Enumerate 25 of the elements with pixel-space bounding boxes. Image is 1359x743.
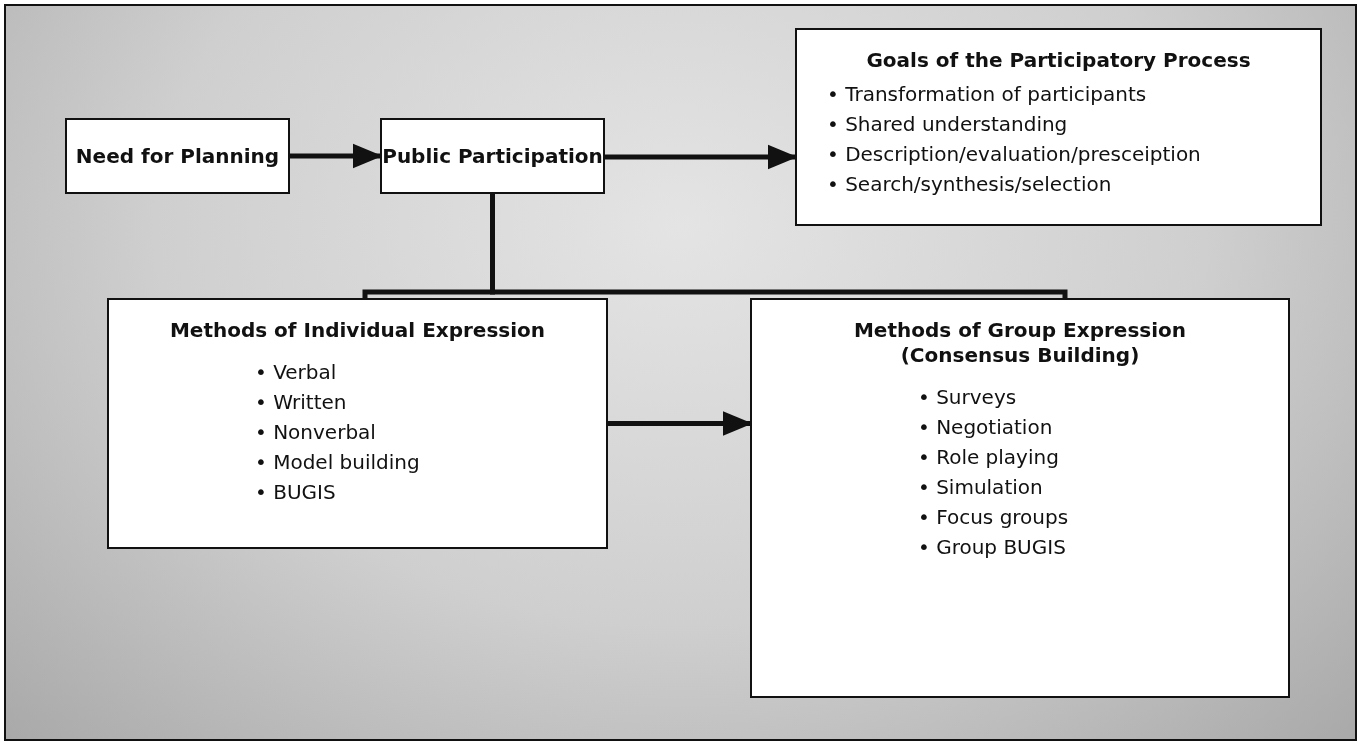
bullet-item: • Negotiation: [918, 414, 1054, 441]
bullet-item: • Role playing: [918, 444, 1060, 471]
bullet-item: • Transformation of participants: [827, 81, 1148, 108]
process-box: [65, 118, 290, 194]
bullet-item: • Written: [255, 389, 348, 416]
bullet-item: • Group BUGIS: [918, 534, 1067, 561]
process-box: [795, 28, 1322, 226]
bullet-item: • Verbal: [255, 359, 338, 386]
box-heading: Methods of Group Expression (Consensus Building): [852, 318, 1188, 368]
bullet-item: • Model building: [255, 449, 420, 476]
bullet-item: • Surveys: [918, 384, 1018, 411]
box-heading: Goals of the Participatory Process: [866, 48, 1251, 73]
bullet-item: • Description/evaluation/presceiption: [827, 141, 1201, 168]
bullet-item: • Search/synthesis/selection: [827, 171, 1113, 198]
bullet-item: • Focus groups: [918, 504, 1069, 531]
box-heading: Methods of Individual Expression: [169, 318, 546, 343]
process-box: [750, 298, 1290, 698]
box-heading: Public Participation: [382, 143, 603, 169]
bullet-item: • Nonverbal: [255, 419, 377, 446]
bullet-item: • BUGIS: [255, 479, 337, 506]
bullet-item: • Shared understanding: [827, 111, 1069, 138]
bullet-item: • Simulation: [918, 474, 1044, 501]
process-box: [107, 298, 608, 549]
box-heading: Need for Planning: [75, 143, 280, 169]
process-box: [380, 118, 605, 194]
